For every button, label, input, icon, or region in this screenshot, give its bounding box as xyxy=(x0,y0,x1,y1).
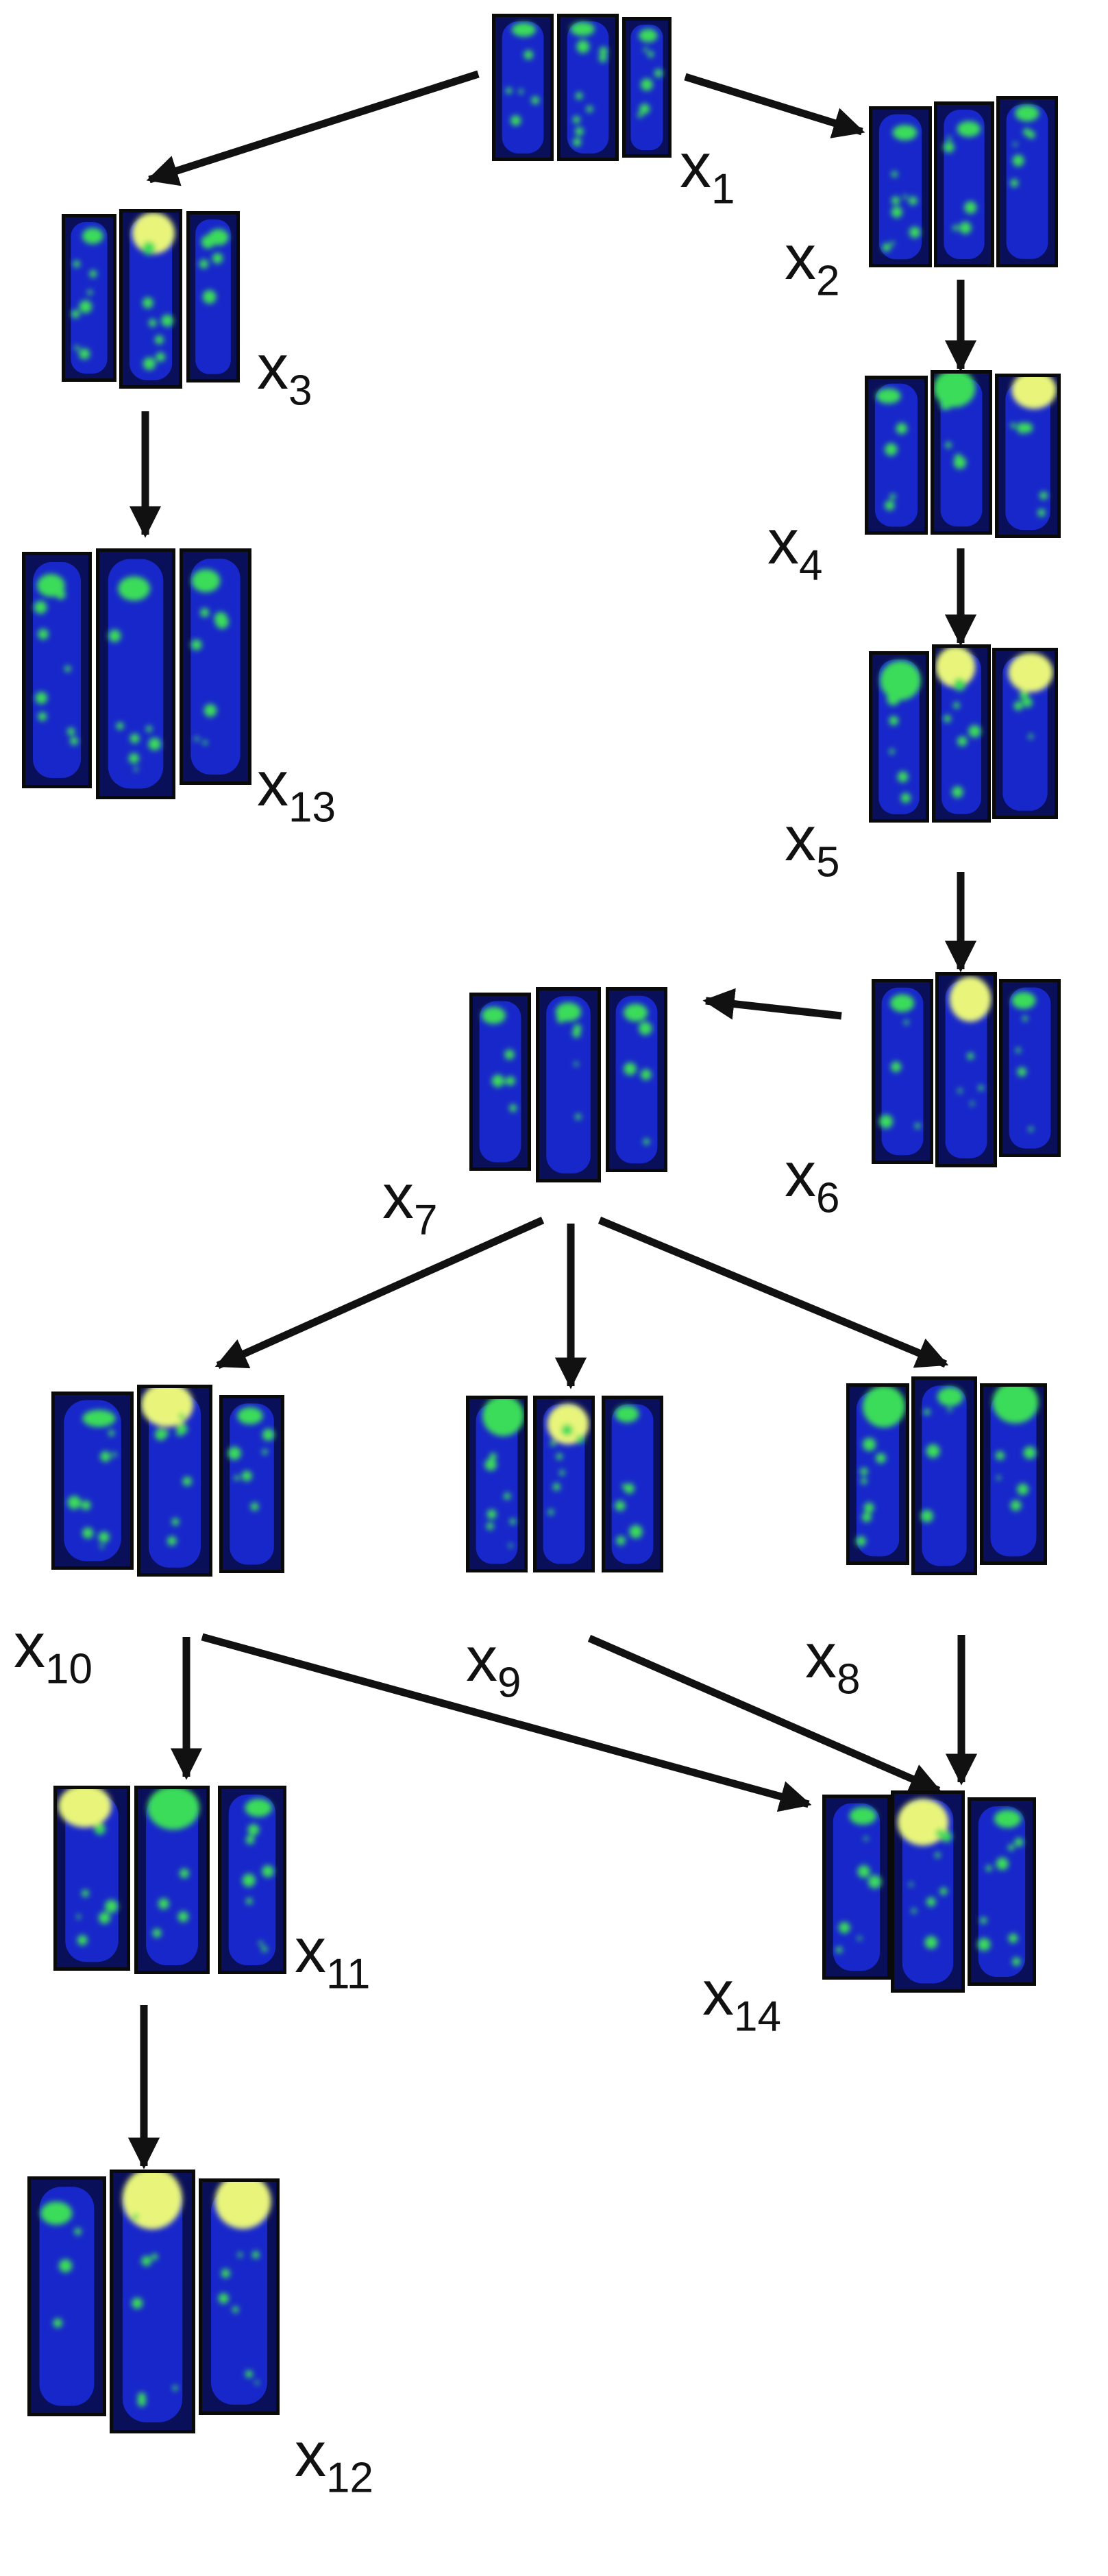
node-label-subscript: 1 xyxy=(711,165,735,213)
chromosome-panel-x8-3 xyxy=(980,1383,1047,1565)
arrow-x7-to-x10 xyxy=(214,1216,545,1370)
chromosome-panel-x4-3 xyxy=(995,374,1061,538)
chromosome-panel-x14-1 xyxy=(822,1795,891,1980)
node-label-x7: x7 xyxy=(382,1165,437,1242)
node-label-subscript: 6 xyxy=(816,1174,840,1222)
chromosome-panel-x9-1 xyxy=(466,1396,528,1572)
node-label-base: x xyxy=(702,1958,734,2028)
node-label-x10: x10 xyxy=(14,1614,93,1691)
node-label-base: x xyxy=(382,1162,414,1232)
chromosome-panel-x6-1 xyxy=(872,979,933,1164)
node-label-subscript: 13 xyxy=(288,783,336,831)
chromosome-panel-x3-2 xyxy=(119,209,182,389)
node-label-x6: x6 xyxy=(785,1143,839,1220)
chromosome-panel-x2-3 xyxy=(996,96,1058,267)
chromosome-panel-x4-1 xyxy=(865,376,928,535)
node-label-subscript: 10 xyxy=(45,1645,93,1693)
chromosome-panel-x5-3 xyxy=(992,648,1058,819)
node-label-x1: x1 xyxy=(680,134,735,211)
chromosome-panel-x12-1 xyxy=(27,2176,106,2416)
arrow-x9-to-x14 xyxy=(587,1634,942,1795)
chromosome-panel-x2-2 xyxy=(934,101,994,267)
node-label-x14: x14 xyxy=(702,1962,781,2039)
node-label-base: x xyxy=(785,223,816,293)
node-label-base: x xyxy=(767,507,799,577)
node-label-base: x xyxy=(785,804,816,874)
node-label-x12: x12 xyxy=(295,2423,373,2500)
chromosome-panel-x11-3 xyxy=(218,1786,286,1974)
chromosome-panel-x14-3 xyxy=(968,1797,1036,1986)
chromosome-panel-x6-3 xyxy=(999,979,1061,1157)
node-label-base: x xyxy=(295,1916,326,1986)
node-label-subscript: 12 xyxy=(326,2454,373,2502)
chromosome-panel-x12-3 xyxy=(199,2178,280,2415)
chromosome-panel-x1-2 xyxy=(557,14,619,161)
chromosome-panel-x10-3 xyxy=(219,1395,284,1573)
node-label-subscript: 9 xyxy=(497,1659,521,1707)
arrow-x1-to-x3 xyxy=(146,70,480,186)
node-label-x5: x5 xyxy=(785,807,839,884)
node-label-subscript: 11 xyxy=(326,1950,371,1998)
arrow-x10-to-x14 xyxy=(201,1633,812,1812)
chromosome-panel-x8-2 xyxy=(911,1376,977,1575)
node-label-base: x xyxy=(680,131,711,201)
node-label-x8: x8 xyxy=(805,1625,860,1701)
node-label-subscript: 3 xyxy=(288,367,312,415)
chromosome-panel-x6-2 xyxy=(935,972,997,1167)
node-label-base: x xyxy=(257,749,288,819)
chromosome-panel-x5-1 xyxy=(869,651,929,823)
chromosome-panel-x9-3 xyxy=(602,1396,663,1572)
chromosome-panel-x7-2 xyxy=(536,987,601,1182)
node-label-subscript: 8 xyxy=(837,1655,861,1703)
node-label-x11: x11 xyxy=(295,1919,370,1996)
chromosome-panel-x9-2 xyxy=(533,1396,595,1572)
node-label-base: x xyxy=(14,1611,45,1681)
node-label-x2: x2 xyxy=(785,226,839,303)
chromosome-panel-x13-1 xyxy=(22,552,92,788)
chromosome-panel-x10-1 xyxy=(51,1392,134,1570)
node-label-subscript: 4 xyxy=(799,542,823,590)
node-label-x9: x9 xyxy=(466,1628,521,1705)
chromosome-panel-x5-2 xyxy=(932,644,991,823)
node-label-base: x xyxy=(257,332,288,402)
chromosome-panel-x13-2 xyxy=(96,548,175,799)
chromosome-panel-x12-2 xyxy=(110,2170,195,2433)
arrow-x7-to-x8 xyxy=(598,1216,949,1368)
chromosome-panel-x11-1 xyxy=(53,1786,130,1971)
node-label-x4: x4 xyxy=(767,511,822,587)
node-label-base: x xyxy=(785,1140,816,1210)
chromosome-panel-x7-3 xyxy=(606,987,667,1172)
node-label-x13: x13 xyxy=(257,753,336,829)
chromosome-panel-x7-1 xyxy=(469,993,531,1171)
node-label-subscript: 5 xyxy=(816,838,840,886)
chromosome-panel-x4-2 xyxy=(931,370,992,535)
chromosome-panel-x13-3 xyxy=(180,548,251,785)
arrow-x1-to-x2 xyxy=(684,73,865,138)
chromosome-panel-x11-2 xyxy=(134,1786,210,1974)
node-label-base: x xyxy=(466,1625,497,1694)
chromosome-panel-x8-1 xyxy=(846,1383,909,1565)
chromosome-panel-x2-1 xyxy=(869,106,932,267)
chromosome-panel-x1-1 xyxy=(492,14,554,161)
chromosome-panel-x3-1 xyxy=(62,214,116,382)
node-label-base: x xyxy=(295,2420,326,2490)
node-label-base: x xyxy=(805,1621,837,1691)
node-label-subscript: 2 xyxy=(816,257,840,305)
node-label-subscript: 14 xyxy=(734,1993,781,2041)
node-label-subscript: 7 xyxy=(414,1196,438,1244)
chromosome-panel-x1-3 xyxy=(622,17,672,158)
node-label-x3: x3 xyxy=(257,336,312,413)
chromosome-panel-x3-3 xyxy=(186,211,240,382)
chromosome-panel-x14-2 xyxy=(891,1790,965,1993)
chromosome-panel-x10-2 xyxy=(137,1385,212,1577)
arrow-x6-to-x7 xyxy=(702,988,842,1020)
